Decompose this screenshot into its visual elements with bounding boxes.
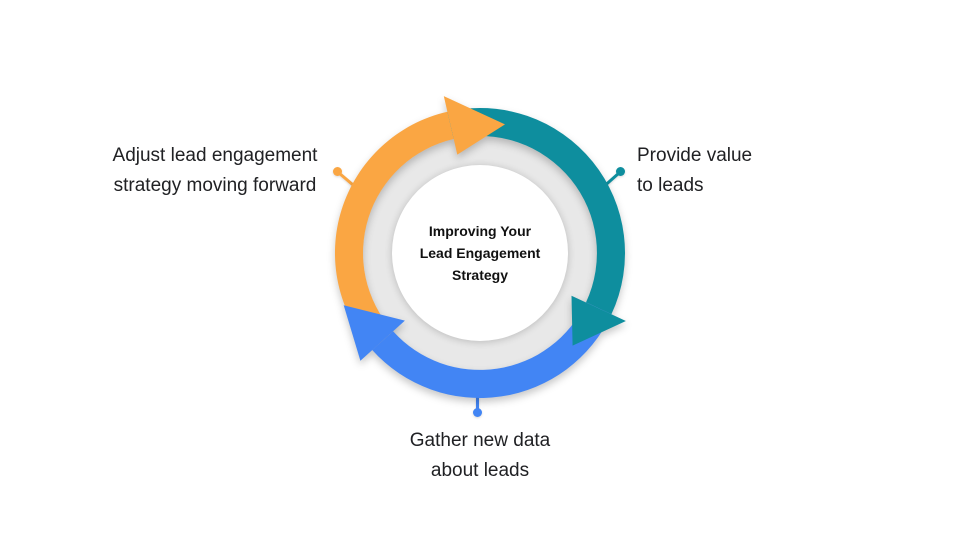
label-adjust-lead-engagement: Adjust lead engagement strategy moving f… (112, 145, 318, 196)
connector-adjust-dot (333, 167, 342, 176)
arrow-band-gather (372, 302, 612, 399)
inner-gray-ring (363, 136, 597, 370)
arrow-band-adjust (334, 111, 454, 350)
connector-gather-dot (473, 408, 482, 417)
label-gather-new-data: Gather new data about leads (409, 430, 551, 481)
center-circle: Improving Your Lead Engagement Strategy (392, 165, 568, 341)
arrow-band-provide (447, 107, 626, 315)
arrow-head-provide (571, 295, 626, 346)
arrow-head-adjust (443, 96, 505, 155)
label-provide-value: Provide value to leads (637, 145, 753, 196)
center-title: Improving Your Lead Engagement Strategy (419, 223, 541, 283)
arrow-layer (334, 96, 626, 399)
arrow-head-gather (343, 305, 405, 361)
connector-provide-dot (616, 167, 625, 176)
